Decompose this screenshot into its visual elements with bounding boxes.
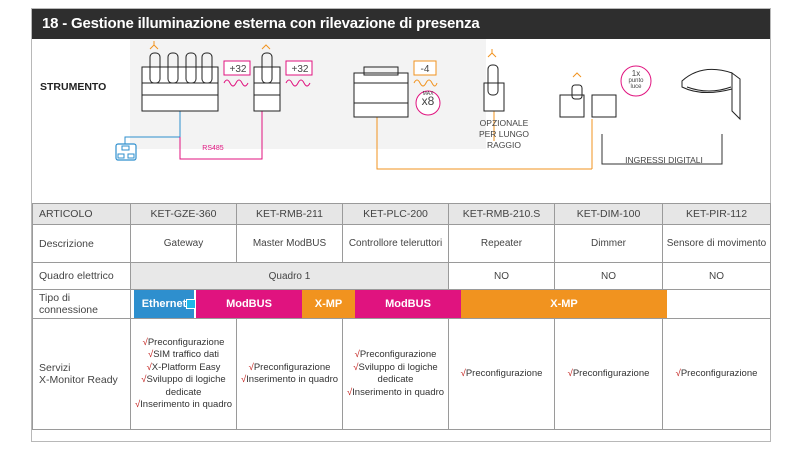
table-row: Descrizione Gateway Master ModBUS Contro… (32, 224, 771, 263)
services-cell: √Preconfigurazione √Inserimento in quadr… (236, 318, 343, 430)
column-header: KET-RMB-210.S (448, 203, 555, 225)
dimmer-device-icon (559, 72, 617, 118)
digital-inputs-label: INGRESSI DIGITALI (625, 155, 703, 165)
service-item: √Preconfigurazione (460, 367, 543, 379)
modbus-master-device-icon (253, 44, 281, 112)
xmp-line (376, 111, 592, 170)
plc-controller-device-icon (353, 66, 409, 118)
badge-plc-max-label: MAX (422, 91, 434, 97)
table-cell: Master ModBUS (236, 224, 343, 263)
network-switch-icon (115, 143, 137, 161)
connection-segment-modbus: ModBUS (196, 290, 302, 318)
table-cell (662, 289, 771, 319)
row-label-servizi-2: X-Monitor Ready (39, 374, 118, 386)
section-title: 18 - Gestione illuminazione esterna con … (42, 15, 480, 32)
service-item: √Inserimento in quadro (346, 386, 445, 398)
product-table: ARTICOLO KET-GZE-360 KET-RMB-211 KET-PLC… (32, 203, 771, 430)
repeater-note-line-1: OPZIONALE (479, 118, 529, 128)
column-header: KET-RMB-211 (236, 203, 343, 225)
service-item: √Preconfigurazione (142, 336, 225, 348)
table-row: Tipo di connessione Ethernet ModBUS X-MP… (32, 289, 771, 319)
services-cell: √Preconfigurazione (448, 318, 555, 430)
badge-gze-label: +32 (229, 64, 247, 75)
strumento-label: STRUMENTO (40, 81, 107, 93)
badge-plc (413, 60, 441, 116)
ethernet-line (124, 99, 181, 144)
column-header: KET-GZE-360 (130, 203, 237, 225)
repeater-device-icon (483, 49, 505, 112)
table-header-row: ARTICOLO KET-GZE-360 KET-RMB-211 KET-PLC… (32, 203, 771, 225)
instrument-diagram (115, 41, 741, 170)
service-item: √Sviluppo di logiche (353, 361, 438, 373)
services-cell: √Preconfigurazione (554, 318, 663, 430)
point-badge-line-2: punto (628, 78, 644, 84)
table-cell: Controllore teleruttori (342, 224, 449, 263)
table-cell-merged: Quadro 1 (130, 262, 449, 290)
column-header: KET-DIM-100 (554, 203, 663, 225)
point-badge-line-3: luce (630, 84, 642, 90)
service-item: √Sviluppo di logiche (141, 374, 226, 385)
table-cell: NO (448, 262, 555, 290)
column-header: KET-PLC-200 (342, 203, 449, 225)
repeater-note-line-2: PER LUNGO RAGGIO (478, 129, 530, 150)
table-cell: Gateway (130, 224, 237, 263)
badge-plc-max: x8 (421, 94, 435, 108)
connection-segment-ethernet: Ethernet (134, 290, 194, 318)
service-item: √Inserimento in quadro (240, 374, 339, 385)
table-cell: NO (554, 262, 663, 290)
row-label-connessione: Tipo di connessione (32, 289, 131, 319)
service-item: √X-Platform Easy (146, 361, 221, 373)
row-label-descrizione: Descrizione (32, 224, 131, 263)
table-cell: Repeater (448, 224, 555, 263)
connection-segment-modbus-2: ModBUS (355, 290, 461, 318)
service-item-continued: dedicate (165, 386, 202, 398)
badge-plc-label: -4 (420, 64, 430, 75)
rs485-label: RS485 (202, 145, 224, 152)
point-badge-line-1: 1x (631, 69, 641, 78)
connection-bar-cell: Ethernet ModBUS X-MP ModBUS X-MP (130, 289, 667, 319)
modbus-line (179, 99, 263, 160)
motion-sensor-icon (681, 68, 741, 121)
gateway-device-icon (141, 41, 219, 112)
service-item: √Inserimento in quadro (134, 399, 233, 410)
datasheet: 18 - Gestione illuminazione esterna con … (31, 8, 771, 442)
connection-segment-xmp: X-MP (302, 290, 355, 318)
services-cell: √Preconfigurazione (662, 318, 771, 430)
service-item-continued: dedicate (377, 374, 414, 385)
service-item: √Preconfigurazione (567, 367, 650, 379)
section-header: 18 - Gestione illuminazione esterna con … (32, 9, 770, 39)
badge-gze (223, 60, 251, 87)
light-point-badge (620, 65, 652, 97)
service-item: √Preconfigurazione (248, 361, 331, 373)
column-header: ARTICOLO (32, 203, 131, 225)
service-item: √SIM traffico dati (147, 349, 220, 360)
column-header: KET-PIR-112 (662, 203, 771, 225)
table-cell: Sensore di movimento (662, 224, 771, 263)
connection-bar: Ethernet ModBUS X-MP ModBUS X-MP (134, 290, 667, 318)
ethernet-square-icon (186, 299, 196, 309)
badge-rmb (285, 60, 313, 87)
table-cell: NO (662, 262, 771, 290)
row-label-quadro: Quadro elettrico (32, 262, 131, 290)
connection-segment-xmp-2: X-MP (461, 290, 667, 318)
services-cell: √Preconfigurazione √Sviluppo di logiche … (342, 318, 449, 430)
badge-rmb-label: +32 (291, 64, 309, 75)
service-item: √Preconfigurazione (354, 349, 437, 360)
table-cell: Dimmer (554, 224, 663, 263)
row-label-servizi-1: Servizi (39, 362, 71, 374)
row-label-servizi: Servizi X-Monitor Ready (32, 318, 131, 430)
table-row: Quadro elettrico Quadro 1 NO NO NO (32, 262, 771, 290)
table-row: Servizi X-Monitor Ready √Preconfigurazio… (32, 318, 771, 430)
digital-input-bracket (601, 134, 723, 165)
services-cell: √Preconfigurazione √SIM traffico dati √X… (130, 318, 237, 430)
service-item: √Preconfigurazione (675, 367, 758, 379)
